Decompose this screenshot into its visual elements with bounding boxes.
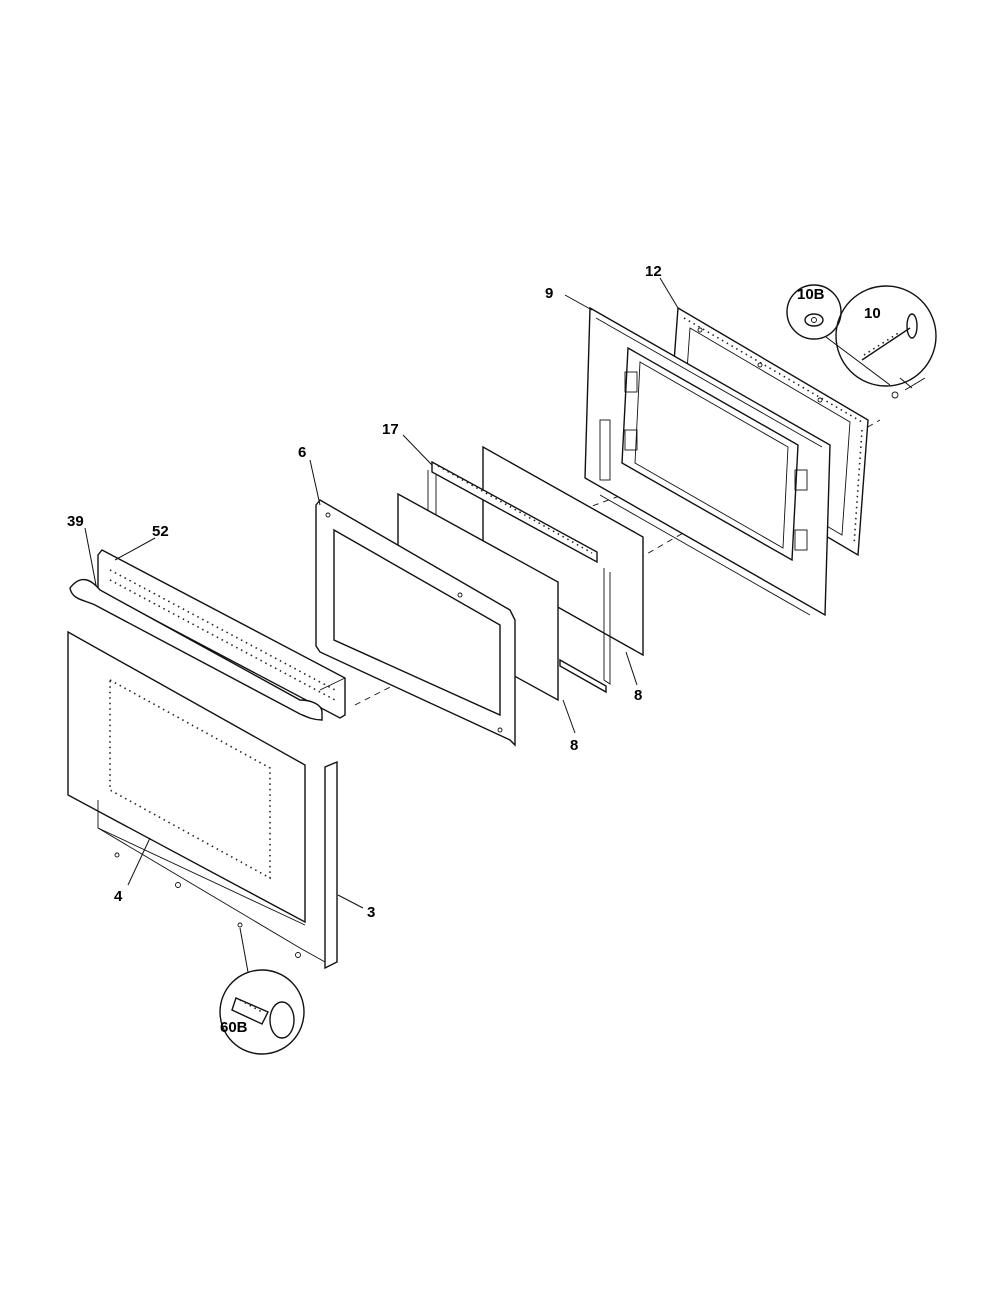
side-trim — [299, 760, 338, 970]
label-60b: 60B — [220, 1019, 248, 1036]
label-8-front: 8 — [570, 737, 578, 754]
label-39: 39 — [67, 513, 84, 530]
label-4: 4 — [114, 888, 123, 905]
label-3: 3 — [367, 904, 375, 921]
label-52: 52 — [152, 523, 169, 540]
rear-glass-panel — [482, 445, 644, 657]
door-frame-liner — [584, 306, 831, 617]
leader-lines — [84, 277, 679, 909]
label-12: 12 — [645, 263, 662, 280]
label-10b: 10B — [797, 286, 825, 303]
door-handle — [69, 578, 323, 721]
screw-detail-callout — [835, 285, 937, 399]
part-labels: 39 52 6 17 9 12 10B 10 8 8 4 3 60B — [67, 263, 881, 1036]
clip-screw-detail-callout — [219, 927, 305, 1055]
label-17: 17 — [382, 421, 399, 438]
label-10: 10 — [864, 305, 881, 322]
glass-pack-rails — [427, 460, 611, 694]
label-8-rear: 8 — [634, 687, 642, 704]
bottom-screws — [114, 852, 301, 958]
label-6: 6 — [298, 444, 306, 461]
door-outer-frame — [315, 499, 516, 747]
label-9: 9 — [545, 285, 553, 302]
outer-door-glass — [67, 630, 306, 949]
